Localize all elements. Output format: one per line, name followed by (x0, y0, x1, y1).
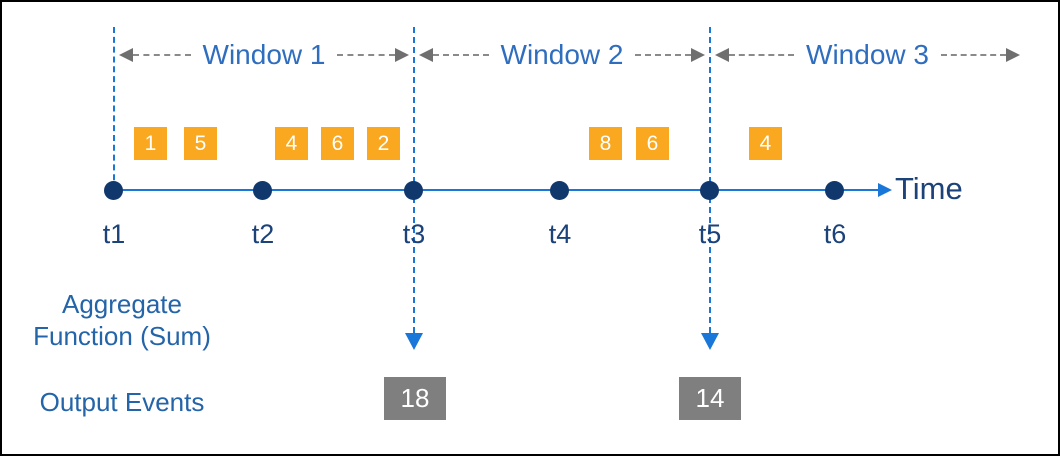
right-arrowhead-icon (691, 48, 705, 62)
window-span-2: Window 2 (419, 39, 705, 70)
window-label: Window 1 (202, 39, 326, 70)
window-span-1: Window 1 (119, 39, 409, 70)
down-arrowhead-icon-t5 (701, 333, 719, 350)
aggregate-function-label-line2: Function (Sum) (33, 321, 211, 351)
event-box-8: 4 (749, 127, 782, 160)
timeline-dot-t2 (253, 181, 272, 200)
dashed-span-line (433, 54, 489, 56)
dashed-span-line (729, 54, 795, 56)
tick-label-t4: t4 (548, 219, 572, 249)
tick-label-t6: t6 (823, 219, 847, 249)
dashed-span-line (133, 54, 191, 56)
tick-label-t5: t5 (698, 219, 722, 249)
vertical-guide-t5 (709, 27, 711, 333)
timeline-dot-t5 (700, 181, 719, 200)
left-arrowhead-icon (119, 48, 133, 62)
dashed-span-line (940, 54, 1006, 56)
event-box-2: 5 (184, 127, 217, 160)
vertical-guide-t3 (413, 27, 415, 333)
aggregate-function-label: Aggregate Function (Sum) (24, 288, 220, 352)
output-events-label: Output Events (39, 387, 205, 417)
timeline-dot-t1 (104, 181, 123, 200)
timeline-axis (114, 189, 879, 191)
time-axis-arrowhead-icon (878, 183, 892, 197)
tick-label-t1: t1 (102, 219, 126, 249)
event-box-3: 4 (275, 127, 308, 160)
aggregate-function-label-line1: Aggregate (62, 289, 182, 319)
timeline-dot-t6 (825, 181, 844, 200)
left-arrowhead-icon (419, 48, 433, 62)
dashed-span-line (635, 54, 691, 56)
event-box-7: 6 (636, 127, 669, 160)
event-box-5: 2 (367, 127, 400, 160)
down-arrowhead-icon-t3 (405, 333, 423, 350)
output-box-1: 18 (384, 377, 446, 420)
right-arrowhead-icon (395, 48, 409, 62)
window-label: Window 2 (500, 39, 624, 70)
event-box-6: 8 (589, 127, 622, 160)
output-box-2: 14 (679, 377, 741, 420)
right-arrowhead-icon (1006, 48, 1020, 62)
tick-label-t2: t2 (251, 219, 275, 249)
time-axis-label: Time (895, 171, 963, 206)
window-label: Window 3 (806, 39, 929, 70)
tick-label-t3: t3 (402, 219, 426, 249)
timeline-dot-t3 (404, 181, 423, 200)
dashed-span-line (337, 54, 395, 56)
left-arrowhead-icon (715, 48, 729, 62)
window-span-3: Window 3 (715, 39, 1020, 70)
event-box-4: 6 (321, 127, 354, 160)
vertical-guide-t1 (113, 27, 115, 190)
timeline-dot-t4 (550, 181, 569, 200)
event-box-1: 1 (134, 127, 167, 160)
